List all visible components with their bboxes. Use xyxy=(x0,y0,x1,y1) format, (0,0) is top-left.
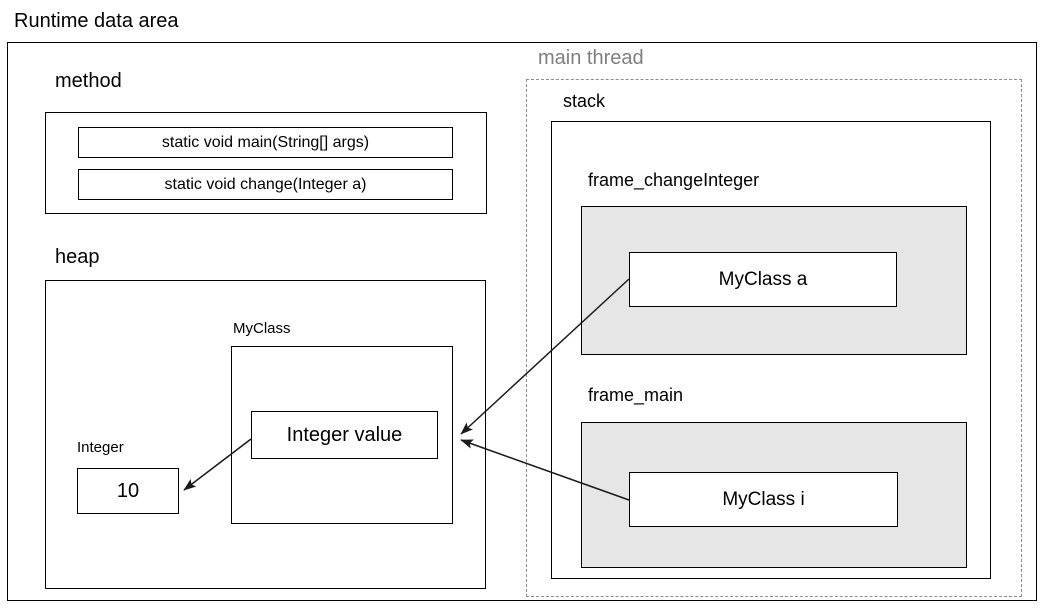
page-title: Runtime data area xyxy=(14,10,179,32)
method-area-label: method xyxy=(55,70,122,92)
integer-type-label: Integer xyxy=(77,439,124,456)
heap-area-label: heap xyxy=(55,246,100,268)
frame-label-main: frame_main xyxy=(588,385,684,405)
local-var-myclass-a[interactable]: MyClass a xyxy=(629,252,897,307)
myclass-type-label: MyClass xyxy=(233,320,291,337)
main-thread-label: main thread xyxy=(538,47,644,69)
myclass-field-integer-value[interactable]: Integer value xyxy=(251,411,438,459)
method-entry-change[interactable]: static void change(Integer a) xyxy=(78,169,453,200)
method-area-box xyxy=(45,112,487,214)
integer-value-box[interactable]: 10 xyxy=(77,468,179,514)
myclass-object-box xyxy=(231,346,453,524)
stack-label: stack xyxy=(563,91,606,111)
local-var-myclass-i[interactable]: MyClass i xyxy=(629,472,898,527)
method-entry-main[interactable]: static void main(String[] args) xyxy=(78,127,453,158)
frame-label-change-integer: frame_changeInteger xyxy=(588,170,760,190)
runtime-data-area-box xyxy=(7,42,1037,601)
